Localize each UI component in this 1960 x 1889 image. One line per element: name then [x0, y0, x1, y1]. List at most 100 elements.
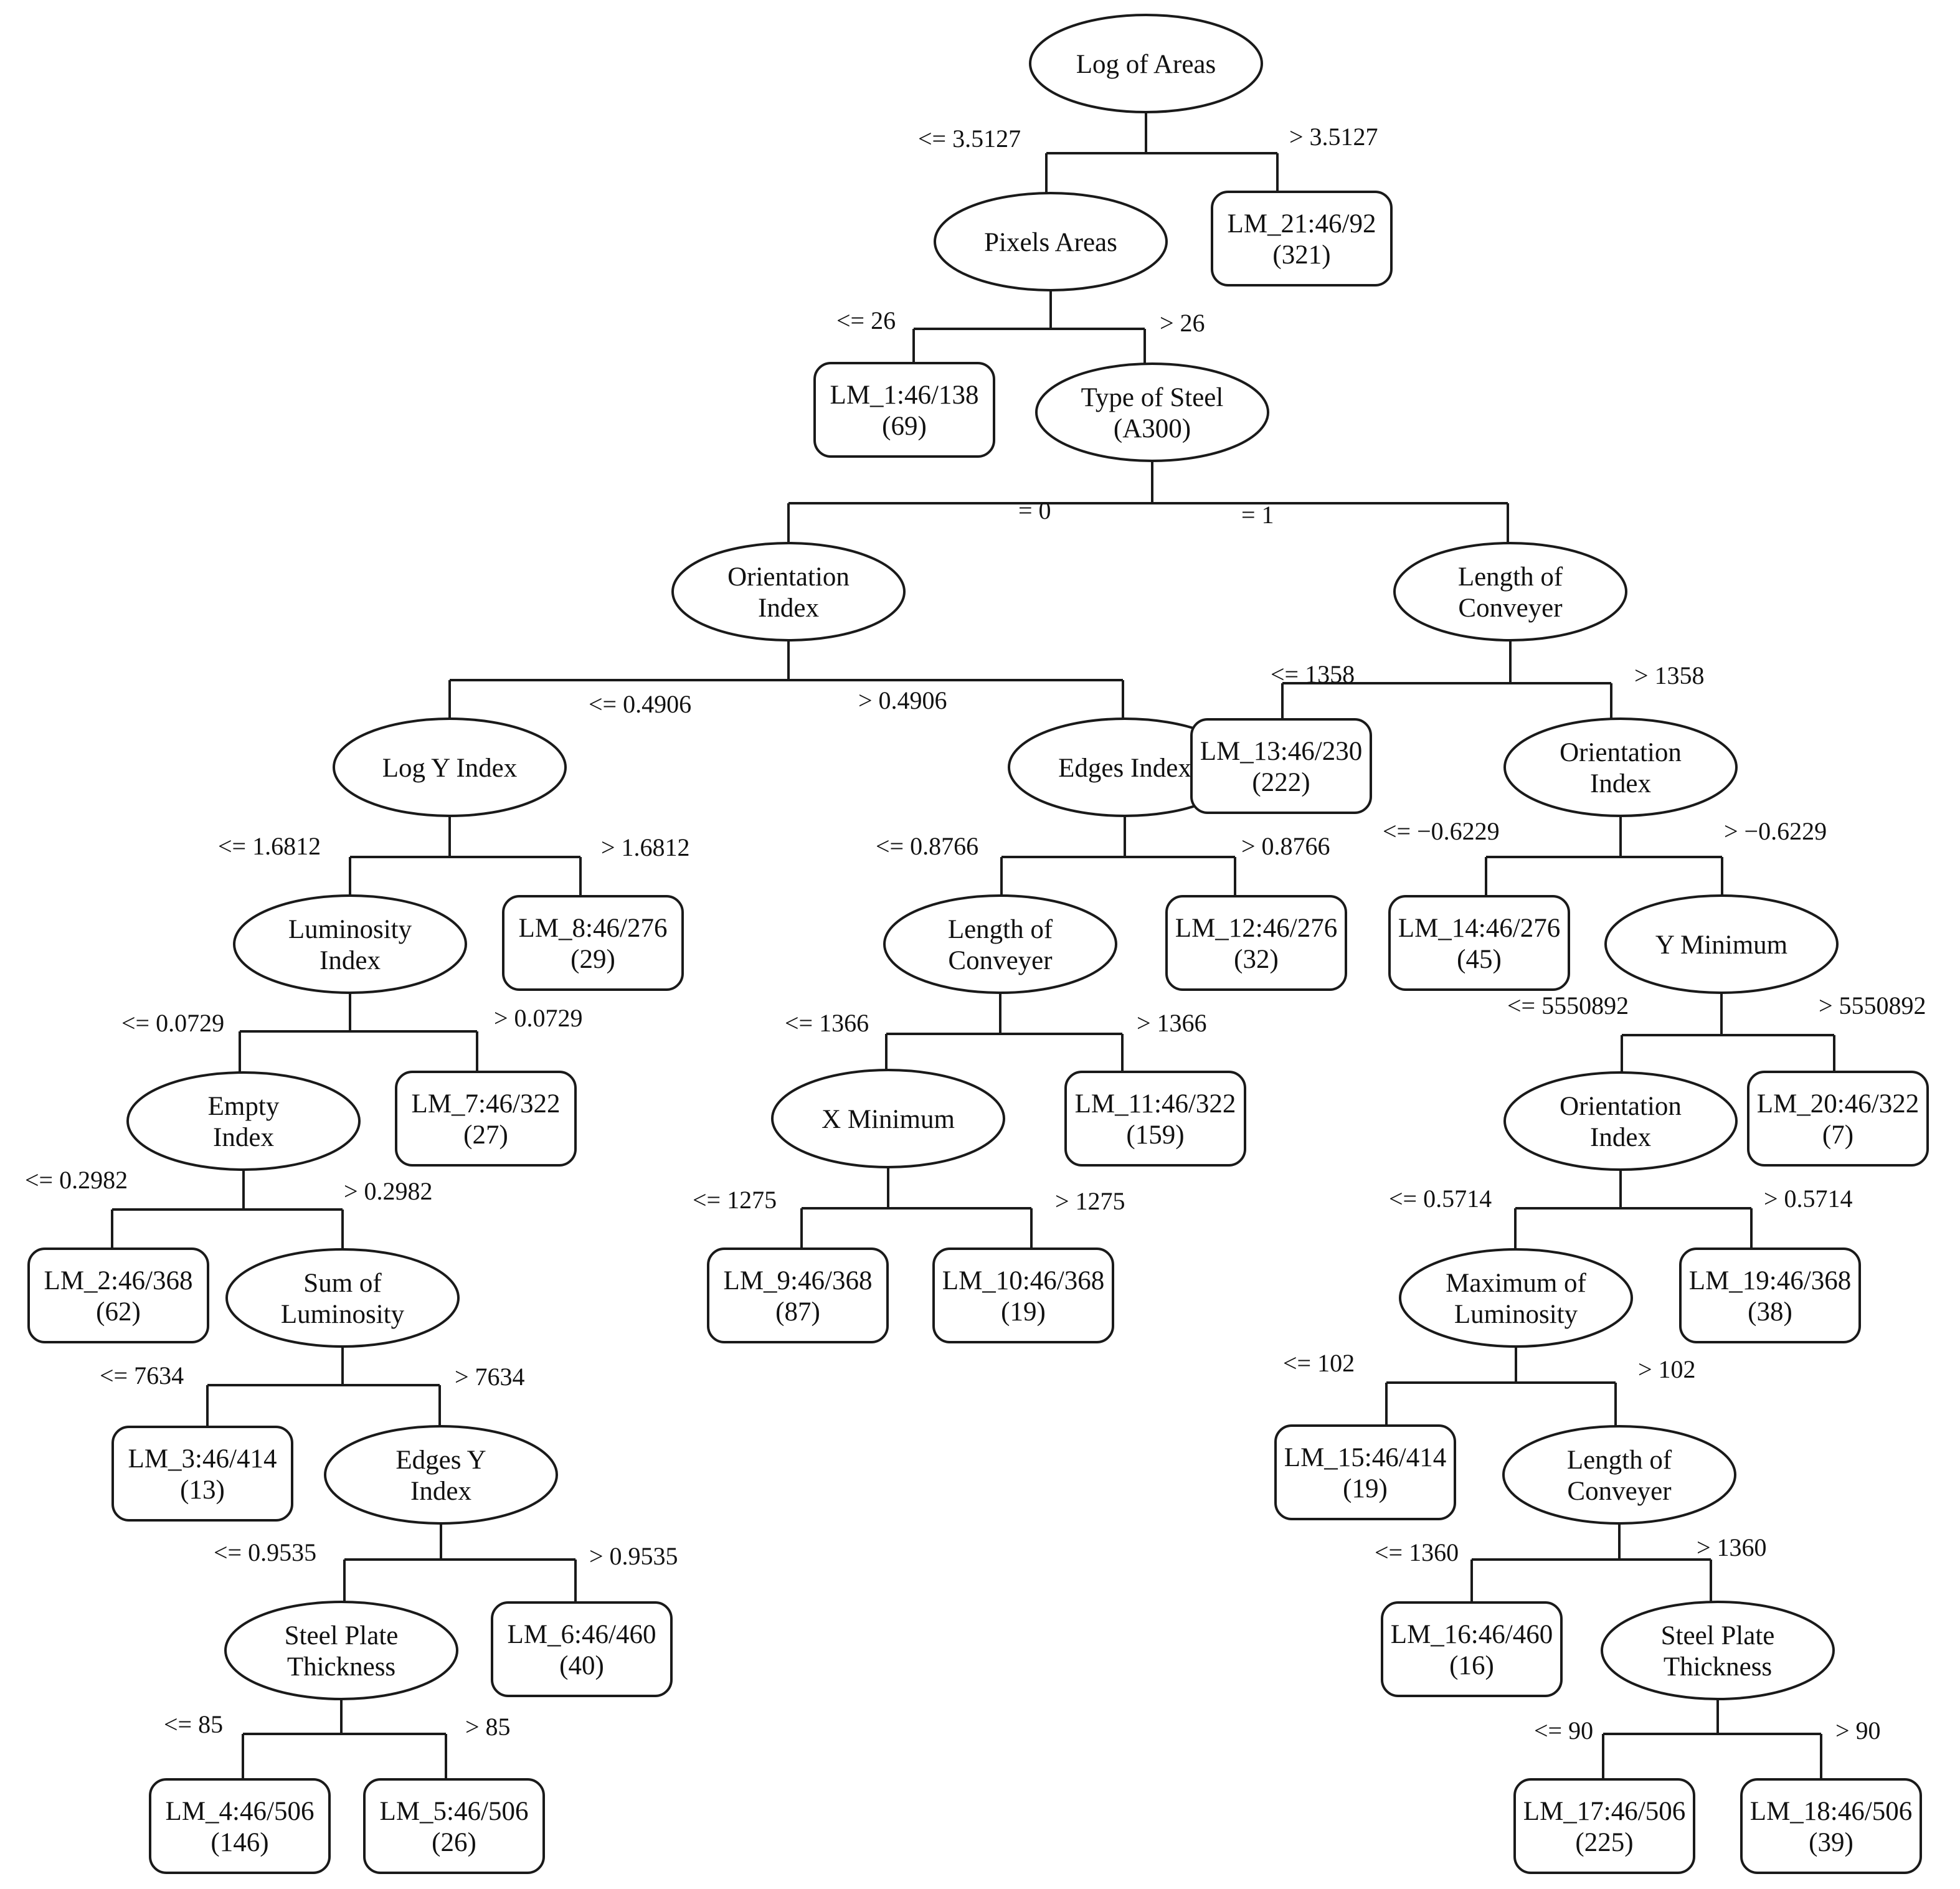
split-attribute-label: Luminosity: [1454, 1300, 1578, 1329]
split-ellipse: [1393, 542, 1627, 642]
split-attribute-label: Index: [1590, 1123, 1651, 1152]
split-attribute-label: Log Y Index: [382, 754, 518, 783]
split-attribute-label: Length of: [1567, 1446, 1672, 1475]
leaf-model-node: LM_4:46/506(146): [149, 1778, 331, 1874]
split-attribute-label: Orientation: [727, 562, 850, 592]
leaf-box: [1513, 1778, 1695, 1874]
split-connector: [1385, 1347, 1617, 1426]
split-attribute-node: Edges Index: [1008, 717, 1242, 817]
split-connector: [239, 993, 478, 1072]
leaf-instance-count: (159): [1126, 1120, 1184, 1150]
split-attribute-label: Y Minimum: [1655, 930, 1787, 960]
split-connector: [206, 1347, 441, 1427]
split-ellipse: [671, 542, 906, 642]
edge-label-left: <= 5550892: [1507, 992, 1629, 1020]
split-attribute-node: Log of Areas: [1029, 14, 1263, 113]
leaf-box: [27, 1247, 209, 1343]
edge-label-left: <= 1275: [693, 1186, 777, 1214]
leaf-box: [1211, 191, 1393, 286]
split-attribute-label: Length of: [948, 915, 1053, 944]
split-attribute-label: Pixels Areas: [984, 228, 1117, 257]
edge-label-right: > 0.9535: [589, 1542, 678, 1570]
edge-label-right: > 26: [1160, 309, 1205, 337]
split-ellipse: [1399, 1248, 1633, 1348]
edge-label-right: > 0.8766: [1241, 832, 1330, 860]
leaf-instance-count: (225): [1575, 1828, 1633, 1857]
leaf-model-node: LM_1:46/138(69): [813, 362, 995, 458]
edges-layer: [111, 112, 1835, 1779]
leaf-model-node: LM_16:46/460(16): [1381, 1601, 1563, 1697]
leaf-model-label: LM_11:46/322: [1075, 1089, 1236, 1119]
edge-label-right: > 1358: [1634, 661, 1705, 689]
leaf-box: [111, 1426, 293, 1522]
leaf-model-label: LM_3:46/414: [128, 1444, 277, 1474]
leaf-box: [149, 1778, 331, 1874]
leaf-model-label: LM_20:46/322: [1757, 1089, 1919, 1119]
leaf-model-label: LM_15:46/414: [1284, 1443, 1446, 1472]
split-attribute-label: Luminosity: [288, 915, 412, 944]
leaf-model-label: LM_1:46/138: [830, 381, 979, 410]
leaf-instance-count: (27): [463, 1120, 508, 1150]
split-attribute-label: Thickness: [1664, 1652, 1772, 1682]
leaf-model-label: LM_12:46/276: [1175, 914, 1337, 943]
edge-label-left: <= 3.5127: [918, 125, 1021, 153]
edge-label-right: > 0.4906: [858, 686, 947, 714]
split-ellipse: [225, 1248, 460, 1348]
split-attribute-label: Sum of: [303, 1269, 382, 1298]
edge-label-left: <= 0.0729: [121, 1009, 224, 1037]
leaf-box: [1064, 1071, 1246, 1167]
split-connector: [885, 993, 1124, 1072]
leaf-model-node: LM_13:46/230(222): [1190, 718, 1372, 814]
split-connector: [1281, 640, 1612, 719]
split-ellipse: [1029, 14, 1263, 113]
split-attribute-label: Steel Plate: [285, 1621, 399, 1650]
split-ellipse: [1503, 717, 1738, 817]
split-attribute-label: Type of Steel: [1081, 383, 1224, 412]
leaf-model-label: LM_18:46/506: [1750, 1797, 1912, 1826]
split-attribute-label: Steel Plate: [1661, 1621, 1775, 1650]
edge-label-left: <= 0.2982: [25, 1166, 128, 1194]
leaf-model-label: LM_2:46/368: [44, 1266, 193, 1295]
leaf-model-node: LM_8:46/276(29): [502, 895, 684, 991]
leaf-box: [1388, 895, 1570, 991]
leaf-box: [395, 1071, 577, 1167]
leaf-model-label: LM_9:46/368: [724, 1266, 873, 1295]
split-attribute-label: Conveyer: [1567, 1477, 1671, 1506]
leaf-instance-count: (146): [211, 1828, 268, 1857]
edge-label-right: > 1.6812: [601, 833, 690, 861]
leaf-model-label: LM_6:46/460: [508, 1620, 656, 1649]
edge-label-left: <= 1.6812: [218, 832, 321, 860]
split-attribute-node: X Minimum: [771, 1069, 1005, 1168]
leaf-model-node: LM_21:46/92(321): [1211, 191, 1393, 286]
split-connector: [242, 1699, 447, 1779]
split-connector: [349, 816, 582, 896]
leaf-model-label: LM_13:46/230: [1200, 737, 1362, 766]
split-attribute-node: Y Minimum: [1604, 894, 1839, 994]
leaf-model-node: LM_19:46/368(38): [1679, 1247, 1861, 1343]
leaf-instance-count: (19): [1343, 1474, 1388, 1503]
edge-label-right: > 0.0729: [494, 1004, 583, 1032]
leaf-model-label: LM_4:46/506: [166, 1797, 315, 1826]
split-ellipse: [1604, 894, 1839, 994]
split-ellipse: [1502, 1425, 1736, 1525]
split-attribute-label: Length of: [1458, 562, 1563, 592]
leaf-box: [502, 895, 684, 991]
edge-label-left: <= −0.6229: [1383, 817, 1500, 845]
split-connector: [1602, 1699, 1822, 1779]
leaf-box: [1165, 895, 1347, 991]
split-attribute-label: Index: [320, 946, 381, 975]
split-connector: [1000, 816, 1236, 896]
leaf-instance-count: (32): [1234, 945, 1279, 974]
split-connector: [1485, 816, 1723, 896]
leaf-model-label: LM_17:46/506: [1523, 1797, 1685, 1826]
edge-label-left: <= 26: [836, 306, 896, 334]
leaf-box: [363, 1778, 545, 1874]
edge-label-right: > 0.5714: [1764, 1185, 1853, 1213]
split-attribute-label: Edges Y: [395, 1446, 486, 1475]
edge-labels-layer: <= 3.5127> 3.5127<= 26> 26= 0= 1<= 0.490…: [25, 123, 1926, 1745]
split-connector: [800, 1167, 1033, 1249]
